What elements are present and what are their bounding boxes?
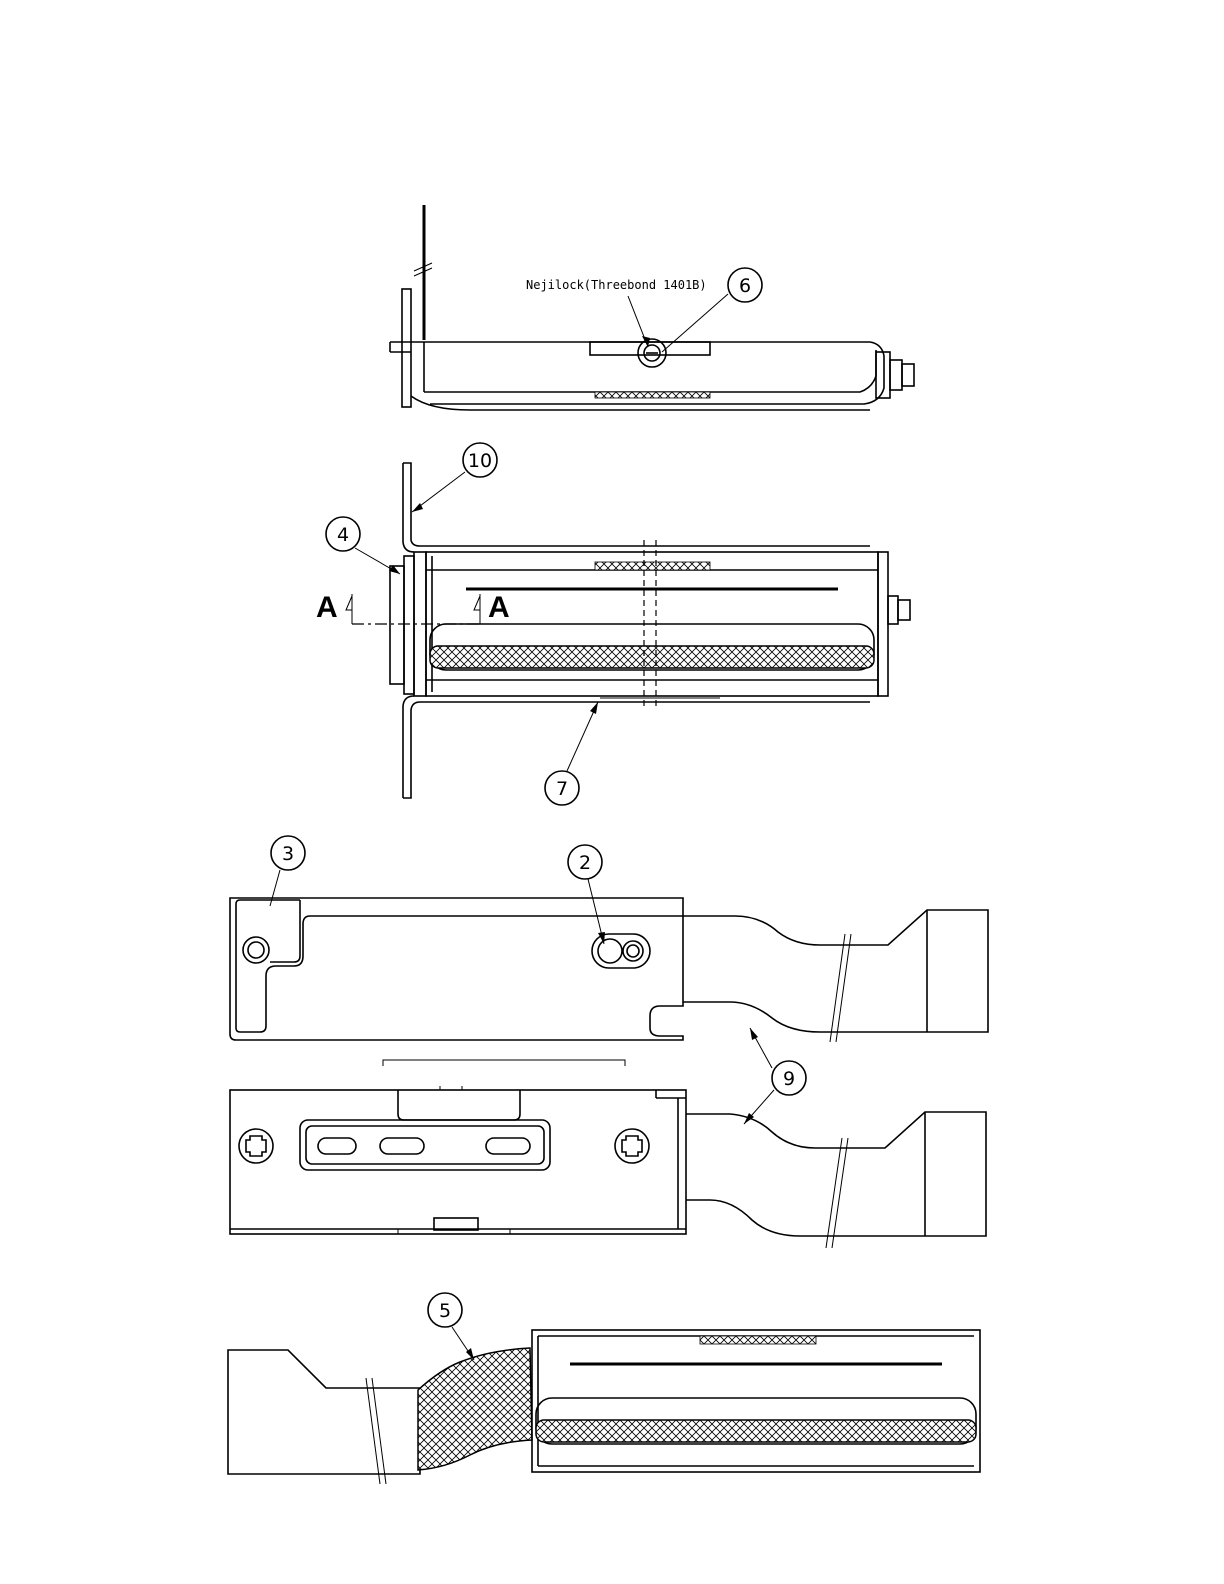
bracket-bottom-view: 9 <box>230 1028 986 1248</box>
callout-9-label: 9 <box>783 1068 795 1090</box>
callout-6: 6 <box>728 268 762 302</box>
callout-3: 3 <box>271 836 305 870</box>
separator-line <box>383 1060 625 1066</box>
callout-5: 5 <box>428 1293 462 1327</box>
callout-7: 7 <box>545 771 579 805</box>
section-letter-right: A <box>488 591 510 624</box>
callout-3-label: 3 <box>282 843 294 865</box>
callout-4-label: 4 <box>337 524 349 546</box>
callout-7-label: 7 <box>556 778 568 800</box>
callout-6-label: 6 <box>739 275 751 297</box>
callout-2-label: 2 <box>579 852 591 874</box>
callout-4: 4 <box>326 517 360 551</box>
adhesive-note: Nejilock(Threebond 1401B) <box>526 278 707 292</box>
side-view: Nejilock(Threebond 1401B) 6 <box>390 205 914 410</box>
callout-10: 10 <box>463 443 497 477</box>
section-letter-left: A <box>316 591 338 624</box>
callout-2: 2 <box>568 845 602 879</box>
callout-10-label: 10 <box>468 450 492 472</box>
callout-5-label: 5 <box>439 1300 451 1322</box>
head-view: 5 <box>228 1293 980 1484</box>
bracket-top-view: 3 2 <box>230 836 988 1042</box>
callout-9: 9 <box>772 1061 806 1095</box>
front-view: A A 10 4 7 <box>316 443 910 805</box>
